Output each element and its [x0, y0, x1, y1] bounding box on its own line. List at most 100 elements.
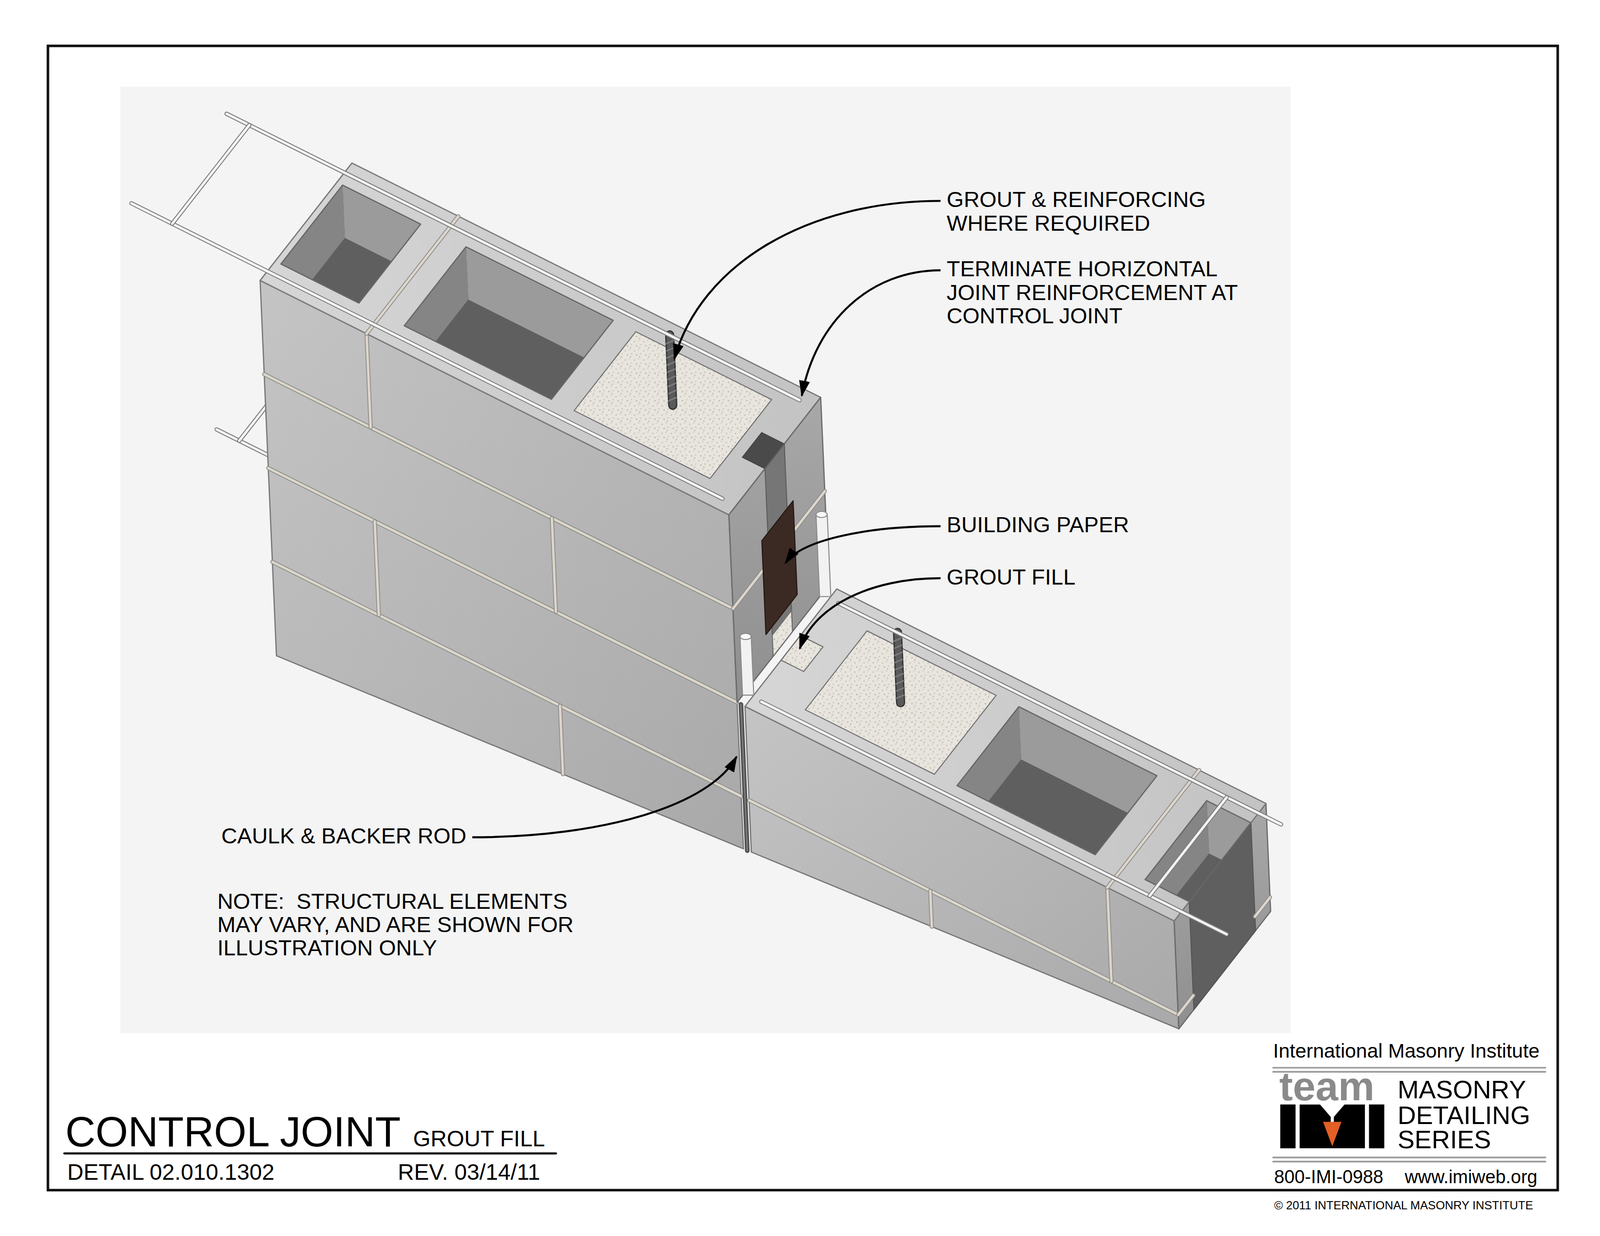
mortar-joint [1178, 995, 1194, 1016]
label-holder: BUILDING PAPER [946, 513, 1130, 538]
grout-fill [805, 631, 996, 775]
organization-name: International Masonry Institute [1273, 1040, 1540, 1062]
block-end [728, 397, 829, 703]
label-holder: TERMINATE HORIZONTAL JOINT REINFORCEMENT… [946, 257, 1274, 329]
label-holder: team [1279, 1066, 1375, 1107]
mortar-joint [560, 705, 563, 775]
rebar-rib [896, 681, 904, 685]
mortar-joint [930, 891, 932, 928]
cell-rim [404, 246, 614, 400]
rebar-rib [666, 347, 674, 351]
mortar-joint-shadow [268, 468, 737, 703]
illustration-ground [120, 86, 1291, 1034]
rebar-rib [895, 659, 903, 663]
label-holder: CAULK & BACKER ROD [221, 825, 467, 849]
rebar-rib [894, 638, 902, 641]
block-cell [1145, 800, 1254, 933]
leader-line [800, 578, 941, 649]
mortar-joint-shadow [551, 518, 556, 613]
callout-label: GROUT FILL [946, 566, 1076, 590]
wire-outline [838, 603, 1281, 825]
caulk-joint [740, 704, 748, 851]
masonry-wall [131, 113, 1281, 1030]
web-address: www.imiweb.org [1404, 1167, 1538, 1188]
backer-rod-body [739, 636, 754, 696]
cell-inner-wall [342, 185, 423, 277]
label-holder: NOTE: STRUCTURAL ELEMENTS MAY VARY, AND … [217, 890, 600, 961]
label-holder: GROUT FILL [946, 566, 1076, 590]
mortar-joint-shadow [1107, 887, 1112, 982]
rebar-rib [668, 383, 676, 387]
mortar-joint-shadow [374, 521, 379, 616]
backer-rod [816, 511, 832, 597]
mortar-joint-shadow [560, 705, 563, 775]
backer-rod [739, 633, 754, 696]
backer-rod-end [816, 511, 828, 518]
mortar-joint [1107, 887, 1112, 982]
rebar-rib [667, 362, 675, 366]
leader-line [801, 270, 941, 397]
revision-date: REV. 03/14/11 [398, 1160, 541, 1184]
copyright: © 2011 INTERNATIONAL MASONRY INSTITUTE [1274, 1199, 1534, 1213]
wire [226, 113, 800, 401]
leader-line [674, 200, 941, 359]
cell-rim [280, 185, 421, 304]
label-holder: GROUT FILL [413, 1127, 545, 1151]
logo-block-i [1280, 1104, 1296, 1149]
series-name: MASONRY DETAILING SERIES [1397, 1077, 1541, 1153]
right-wall [740, 589, 1271, 1029]
cell-rim [957, 706, 1157, 855]
mortar-joint [551, 518, 556, 613]
wire-outline [226, 113, 800, 401]
grout-fill [574, 331, 772, 479]
rebar-rib [896, 673, 904, 677]
logo-block-m [1299, 1104, 1365, 1149]
mortar-joint-shadow [1178, 995, 1194, 1016]
cell-rim [1145, 800, 1251, 902]
mortar-joint [268, 468, 737, 703]
subtitle: GROUT FILL [413, 1127, 545, 1151]
mortar-joint [374, 521, 379, 616]
block-top [260, 162, 821, 515]
label-holder: GROUT & REINFORCING WHERE REQUIRED [946, 188, 1253, 236]
caulk-highlight [740, 704, 748, 851]
backer-rod-end [739, 633, 752, 640]
cell-inner-wall [1018, 706, 1160, 829]
sheet-frame [48, 46, 1558, 1191]
rebar-rib [667, 354, 675, 358]
detail-number: DETAIL 02.010.1302 [67, 1160, 275, 1184]
rebar-rib [667, 369, 675, 373]
note-text: NOTE: STRUCTURAL ELEMENTS MAY VARY, AND … [217, 890, 600, 961]
wire-outline [761, 702, 1227, 935]
block-cell [404, 246, 616, 400]
logo-block-i [1369, 1104, 1385, 1149]
callout-label: BUILDING PAPER [946, 513, 1130, 538]
label-holder: CONTROL JOINT [65, 1111, 401, 1154]
block-cell [957, 706, 1160, 855]
mortar-joint [272, 561, 742, 797]
backer-rod-body [816, 514, 832, 597]
mortar-joint [1254, 897, 1270, 917]
mortar-joint-shadow [930, 891, 932, 928]
label-holder: DETAIL 02.010.1302 [67, 1160, 275, 1184]
wire-outline [131, 203, 723, 499]
wire [761, 702, 1227, 935]
callout-label: TERMINATE HORIZONTAL JOINT REINFORCEMENT… [946, 257, 1274, 329]
rebar-rib [669, 397, 677, 401]
mortar-joint-shadow [366, 333, 371, 428]
rebar-rib [895, 652, 903, 656]
mortar-joint-shadow [1254, 897, 1270, 917]
mortar-joint [366, 333, 371, 428]
leader-line [472, 756, 737, 838]
label-holder: MASONRY DETAILING SERIES [1397, 1077, 1541, 1153]
leader-line [785, 526, 941, 564]
logo-word: team [1279, 1066, 1375, 1107]
wire-outline [172, 125, 250, 224]
label-holder: 800-IMI-0988 [1274, 1167, 1384, 1188]
rebar-rib [668, 376, 676, 380]
rebar-rib [896, 695, 905, 699]
wire-outline [1149, 797, 1227, 896]
rebar-rib [896, 688, 904, 691]
